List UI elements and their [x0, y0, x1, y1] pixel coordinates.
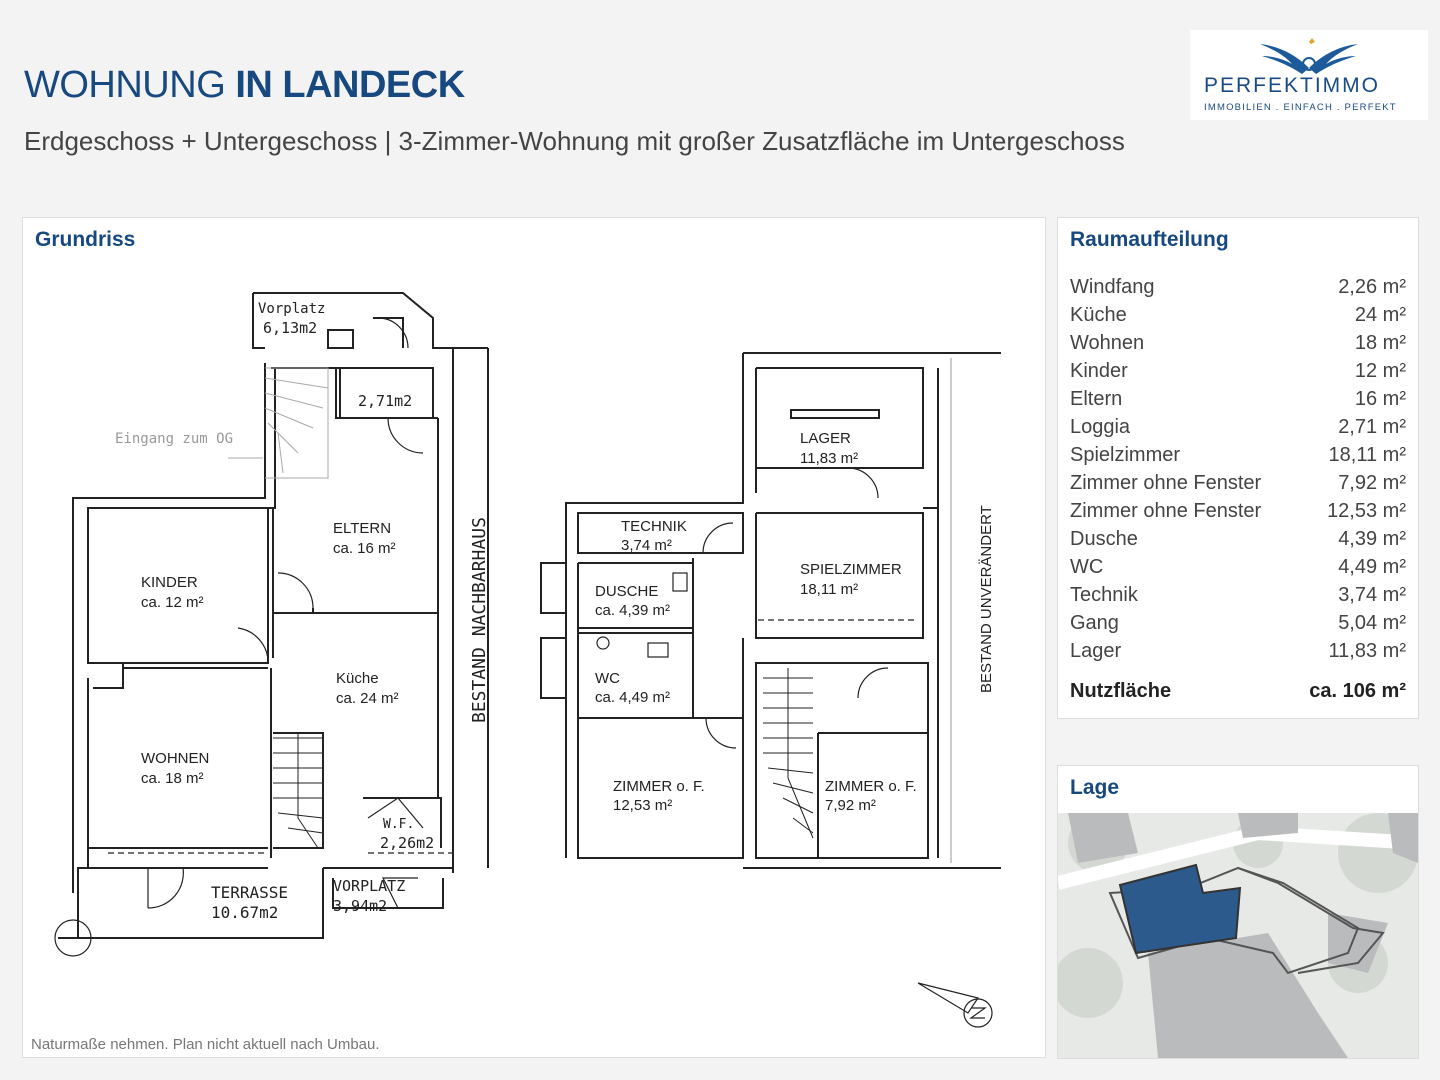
room-value: 4,39 m² [1338, 528, 1406, 550]
label-vorplatz-top: Vorplatz [258, 301, 325, 317]
room-list-title: Raumaufteilung [1070, 228, 1229, 251]
label-eingang: Eingang zum OG [115, 431, 233, 447]
label-kinder-area: ca. 12 m² [141, 594, 204, 611]
label-wf-area: 2,26m2 [380, 834, 434, 852]
label-eltern-area: ca. 16 m² [333, 540, 396, 557]
label-zimmer1: ZIMMER o. F. [613, 778, 705, 795]
label-wohnen-area: ca. 18 m² [141, 770, 204, 787]
eagle-wings-icon [1260, 38, 1358, 74]
room-value: 18 m² [1354, 332, 1406, 354]
room-name: Wohnen [1070, 332, 1145, 354]
label-zimmer2-area: 7,92 m² [825, 797, 876, 814]
room-name: Zimmer ohne Fenster [1070, 500, 1262, 522]
list-item: Loggia 2,71 m² [1070, 416, 1406, 444]
list-item: Windfang 2,26 m² [1070, 276, 1406, 304]
room-name: Loggia [1070, 416, 1131, 438]
room-value: 7,92 m² [1338, 472, 1406, 494]
logo-tagline: IMMOBILIEN . EINFACH . PERFEKT [1204, 102, 1397, 113]
floor-plan-drawing: Vorplatz 6,13m2 2,71m2 Eingang zum OG EL… [54, 292, 1001, 1028]
room-value: 12 m² [1354, 360, 1406, 382]
list-item: Dusche 4,39 m² [1070, 528, 1406, 556]
room-list-panel: Raumaufteilung Windfang 2,26 m² Küche 24 m… [1057, 217, 1419, 719]
list-item: Küche 24 m² [1070, 304, 1406, 332]
label-eltern: ELTERN [333, 520, 391, 537]
label-wf: W.F. [383, 817, 414, 832]
room-value: 5,04 m² [1338, 612, 1406, 634]
label-loggia-area: 2,71m2 [358, 392, 412, 410]
room-value: 2,26 m² [1338, 276, 1406, 298]
label-nachbarhaus: BESTAND NACHBARHAUS [469, 517, 490, 723]
floor-plan-title: Grundriss [35, 228, 136, 251]
room-value: 18,11 m² [1328, 444, 1406, 466]
location-title: Lage [1070, 776, 1120, 799]
room-name: Zimmer ohne Fenster [1070, 472, 1262, 494]
room-name: Lager [1070, 640, 1122, 662]
label-kinder: KINDER [141, 574, 198, 591]
label-terrasse: TERRASSE [211, 883, 288, 902]
label-lager: LAGER [800, 430, 851, 447]
room-value: 3,74 m² [1338, 584, 1406, 606]
list-item: Technik 3,74 m² [1070, 584, 1406, 612]
label-wc: WC [595, 670, 620, 687]
label-vorplatz-top-area: 6,13m2 [263, 319, 317, 337]
location-map[interactable] [1058, 813, 1418, 1058]
room-value: 4,49 m² [1338, 556, 1406, 578]
title-bold: IN LANDECK [235, 64, 465, 106]
label-vorplatz-bottom-area: 3,94m2 [333, 897, 387, 915]
room-name: Eltern [1070, 388, 1123, 410]
list-item: Kinder 12 m² [1070, 360, 1406, 388]
label-vorplatz-bottom: VORPLATZ [333, 877, 405, 895]
label-technik-area: 3,74 m² [621, 537, 672, 554]
room-value: 16 m² [1354, 388, 1406, 410]
list-item: WC 4,49 m² [1070, 556, 1406, 584]
location-panel: Lage [1057, 765, 1419, 1059]
floor-plan-panel: Grundriss [22, 217, 1046, 1058]
room-value: 11,83 m² [1328, 640, 1406, 662]
label-wohnen: WOHNEN [141, 750, 209, 767]
list-item: Zimmer ohne Fenster 7,92 m² [1070, 472, 1406, 500]
room-value: 24 m² [1354, 304, 1406, 326]
page-title: WOHNUNG IN LANDECK [24, 64, 465, 107]
list-item: Lager 11,83 m² [1070, 640, 1406, 668]
room-name: Küche [1070, 304, 1127, 326]
label-zimmer1-area: 12,53 m² [613, 797, 672, 814]
list-item: Gang 5,04 m² [1070, 612, 1406, 640]
label-dusche: DUSCHE [595, 583, 658, 600]
room-name: Windfang [1070, 276, 1155, 298]
label-spielzimmer: SPIELZIMMER [800, 561, 902, 578]
page-subtitle: Erdgeschoss + Untergeschoss | 3-Zimmer-W… [24, 126, 1125, 156]
label-spielzimmer-area: 18,11 m² [800, 581, 858, 598]
total-row: Nutzfläche ca. 106 m² [1070, 680, 1406, 708]
label-wc-area: ca. 4,49 m² [595, 689, 670, 706]
label-technik: TECHNIK [621, 518, 687, 535]
room-value: 12,53 m² [1327, 500, 1406, 522]
label-unveraendert: BESTAND UNVERÄNDERT [978, 505, 995, 693]
label-terrasse-area: 10.67m2 [211, 903, 278, 922]
list-item: Wohnen 18 m² [1070, 332, 1406, 360]
room-name: WC [1070, 556, 1104, 578]
label-kueche: Küche [336, 670, 379, 687]
label-lager-area: 11,83 m² [800, 450, 858, 467]
list-item: Spielzimmer 18,11 m² [1070, 444, 1406, 472]
list-item: Eltern 16 m² [1070, 388, 1406, 416]
property-highlight [1118, 863, 1242, 955]
room-name: Kinder [1070, 360, 1128, 382]
room-name: Gang [1070, 612, 1119, 634]
perfektimmo-logo: PERFEKTIMMO IMMOBILIEN . EINFACH . PERFE… [1190, 30, 1428, 120]
label-zimmer2: ZIMMER o. F. [825, 778, 917, 795]
total-value: ca. 106 m² [1309, 680, 1406, 702]
list-item: Zimmer ohne Fenster 12,53 m² [1070, 500, 1406, 528]
plan-note: Naturmaße nehmen. Plan nicht aktuell nac… [31, 1036, 380, 1053]
room-value: 2,71 m² [1338, 416, 1406, 438]
total-name: Nutzfläche [1070, 680, 1172, 702]
room-name: Technik [1070, 584, 1138, 606]
room-name: Spielzimmer [1070, 444, 1181, 466]
label-kueche-area: ca. 24 m² [336, 690, 399, 707]
logo-brand: PERFEKTIMMO [1204, 74, 1381, 97]
title-light: WOHNUNG [24, 64, 236, 106]
label-dusche-area: ca. 4,39 m² [595, 602, 670, 619]
room-name: Dusche [1070, 528, 1138, 550]
